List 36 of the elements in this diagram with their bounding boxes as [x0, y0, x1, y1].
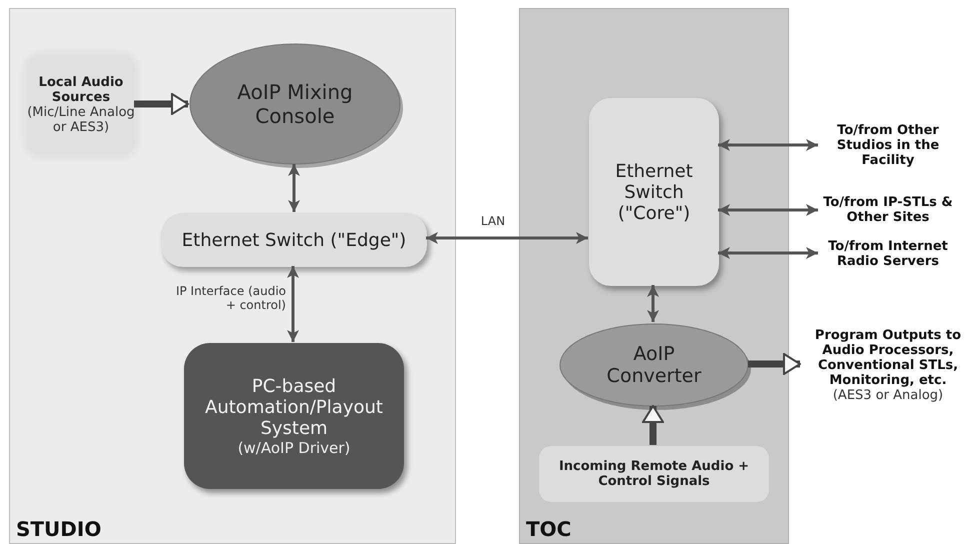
switch-box — [161, 213, 427, 267]
arrow — [718, 204, 818, 216]
node-note: (Mic/Line Analog or AES3) — [27, 105, 135, 135]
arrow — [642, 405, 664, 445]
zone-panel — [9, 8, 456, 544]
arrow — [647, 285, 659, 322]
node-label: Ethernet Switch ("Edge") — [182, 230, 406, 250]
system-box — [184, 343, 404, 489]
switch-box — [589, 98, 719, 286]
node-label: Local Audio Sources — [38, 75, 124, 105]
process-ellipse — [559, 323, 749, 407]
process-ellipse — [189, 43, 401, 165]
node-label: To/from Other Studios in the Facility — [836, 122, 940, 168]
zone-title: STUDIO — [16, 517, 102, 541]
node-note: (w/AoIP Driver) — [238, 438, 350, 456]
node-label: Program Outputs to Audio Processors, Conventional STLs, Monitoring, etc. — [814, 328, 962, 388]
node-label: To/from Internet Radio Servers — [827, 239, 949, 269]
node-label: AoIP Converter — [606, 343, 702, 387]
zone-panel — [519, 8, 789, 544]
node-label: Incoming Remote Audio + Control Signals — [558, 459, 750, 489]
node-label: PC-based Automation/Playout System — [204, 376, 384, 438]
edge-label: LAN — [480, 214, 506, 228]
zone-title: TOC — [526, 517, 572, 541]
edge-label: IP Interface (audio + control) — [174, 284, 286, 313]
arrow — [134, 93, 189, 115]
arrow — [426, 232, 588, 244]
node-label: AoIP Mixing Console — [236, 80, 354, 128]
arrow — [287, 266, 299, 342]
arrow — [748, 353, 801, 375]
node-label: To/from IP-STLs & Other Sites — [822, 195, 954, 225]
node-label: Ethernet Switch ("Core") — [614, 160, 694, 224]
arrow — [718, 247, 818, 259]
node-note: (AES3 or Analog) — [832, 388, 944, 402]
source-box — [539, 446, 769, 502]
arrow — [718, 139, 818, 151]
arrow — [288, 164, 300, 212]
